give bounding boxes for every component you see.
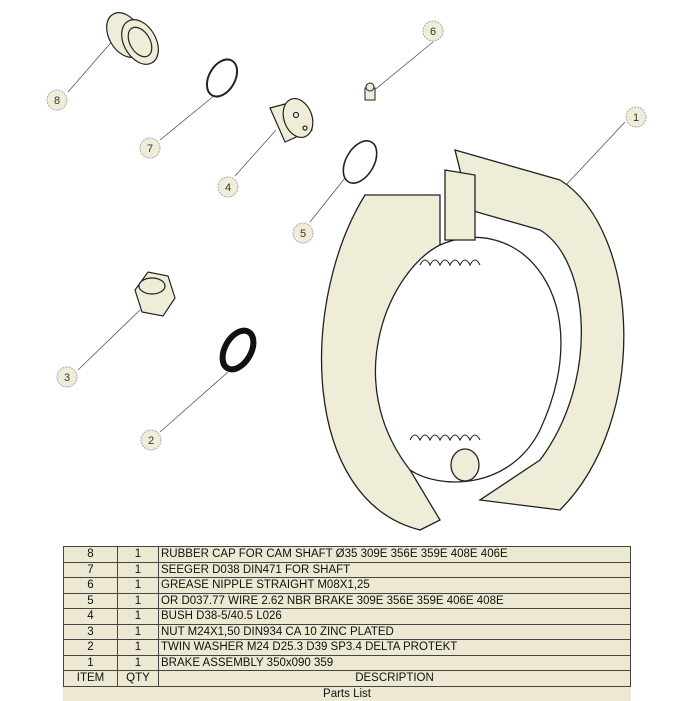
svg-text:2: 2 xyxy=(148,435,154,447)
leader-lines xyxy=(67,37,626,433)
washer-part xyxy=(219,327,257,373)
svg-text:6: 6 xyxy=(430,26,436,38)
row-item: 1 xyxy=(63,654,118,671)
row-qty: 1 xyxy=(117,561,159,578)
row-qty: 1 xyxy=(117,546,159,563)
row-qty: 1 xyxy=(117,654,159,671)
svg-text:8: 8 xyxy=(54,95,60,107)
row-qty: 1 xyxy=(117,623,159,640)
row-qty: 1 xyxy=(117,592,159,609)
balloon-5: 5 xyxy=(292,222,314,244)
balloon-1: 1 xyxy=(625,106,647,128)
svg-text:3: 3 xyxy=(64,372,70,384)
row-description: RUBBER CAP FOR CAM SHAFT Ø35 309E 356E 3… xyxy=(158,546,631,563)
row-item: 7 xyxy=(63,561,118,578)
row-qty: 1 xyxy=(117,577,159,594)
row-qty: 1 xyxy=(117,639,159,656)
row-description: SEEGER D038 DIN471 FOR SHAFT xyxy=(158,561,631,578)
bush-part xyxy=(269,98,314,143)
header-item: ITEM xyxy=(63,670,118,687)
rubber-cap-part xyxy=(106,12,159,65)
o-ring-part xyxy=(342,140,378,184)
header-description: DESCRIPTION xyxy=(158,670,631,687)
nut-part xyxy=(134,271,176,317)
row-description: GREASE NIPPLE STRAIGHT M08X1,25 xyxy=(158,577,631,594)
svg-text:7: 7 xyxy=(147,143,153,155)
row-description: OR D037.77 WIRE 2.62 NBR BRAKE 309E 356E… xyxy=(158,592,631,609)
balloon-6: 6 xyxy=(422,20,444,42)
grease-nipple-part xyxy=(364,82,376,101)
seeger-ring-part xyxy=(205,58,239,98)
row-description: BUSH D38-5/40.5 L026 xyxy=(158,608,631,625)
balloon-4: 4 xyxy=(217,176,239,198)
row-description: TWIN WASHER M24 D25.3 D39 SP3.4 DELTA PR… xyxy=(158,639,631,656)
parts-list-title: Parts List xyxy=(63,685,631,701)
row-qty: 1 xyxy=(117,608,159,625)
row-item: 8 xyxy=(63,546,118,563)
balloon-2: 2 xyxy=(140,429,162,451)
svg-text:5: 5 xyxy=(300,228,306,240)
row-item: 5 xyxy=(63,592,118,609)
svg-text:4: 4 xyxy=(225,182,231,194)
balloon-3: 3 xyxy=(56,366,78,388)
exploded-view-drawing: 8 7 6 4 5 1 3 2 xyxy=(46,12,647,531)
svg-text:1: 1 xyxy=(633,112,639,124)
row-item: 4 xyxy=(63,608,118,625)
row-description: NUT M24X1,50 DIN934 CA 10 ZINC PLATED xyxy=(158,623,631,640)
brake-assembly-part xyxy=(320,149,625,531)
balloon-8: 8 xyxy=(46,89,68,111)
header-qty: QTY xyxy=(117,670,159,687)
parts-list-header: ITEM QTY DESCRIPTION xyxy=(63,670,631,687)
row-description: BRAKE ASSEMBLY 350x090 359 xyxy=(158,654,631,671)
row-item: 2 xyxy=(63,639,118,656)
row-item: 3 xyxy=(63,623,118,640)
balloon-7: 7 xyxy=(139,137,161,159)
row-item: 6 xyxy=(63,577,118,594)
